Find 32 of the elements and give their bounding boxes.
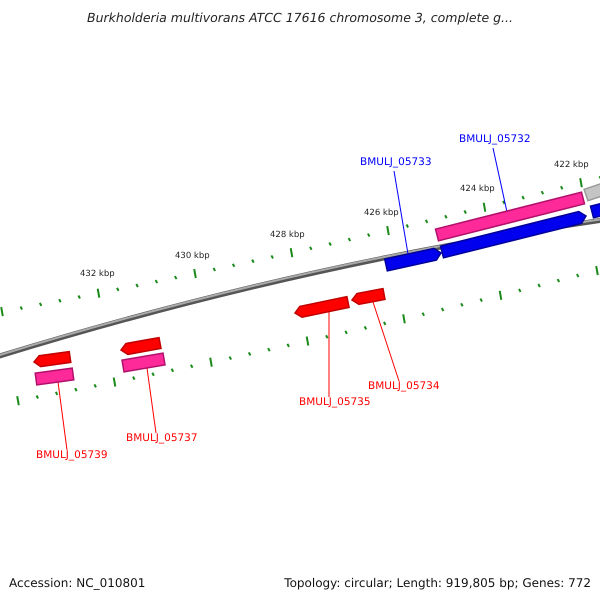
- tick-label: 424 kbp: [460, 185, 495, 194]
- leader-line: [58, 382, 68, 450]
- leader-line: [372, 302, 400, 382]
- gene-feature: [384, 248, 442, 272]
- gene-feature: [294, 296, 350, 318]
- leader-line: [146, 368, 156, 434]
- gene-label: BMULJ_05732: [459, 134, 531, 144]
- leader-line: [492, 148, 508, 212]
- gene-feature: [434, 191, 586, 242]
- leader-line: [328, 310, 330, 398]
- gene-label: BMULJ_05734: [368, 381, 440, 392]
- accession-text: Accession: NC_010801: [9, 577, 146, 589]
- gene-feature: [583, 182, 600, 202]
- gene-feature: [121, 352, 166, 373]
- gene-label: BMULJ_05739: [36, 450, 108, 460]
- gene-feature: [32, 350, 72, 368]
- tick-label: 430 kbp: [175, 252, 210, 260]
- gene-feature: [440, 210, 588, 259]
- gene-label: BMULJ_05735: [299, 397, 371, 408]
- leader-line: [394, 170, 408, 254]
- tick-label: 426 kbp: [364, 209, 399, 218]
- gene-feature: [34, 367, 75, 386]
- gene-label: BMULJ_05737: [126, 433, 198, 444]
- tick-label: 422 kbp: [554, 161, 589, 170]
- gene-feature: [350, 288, 386, 306]
- gene-label: BMULJ_05733: [360, 157, 432, 168]
- gene-feature: [590, 202, 600, 219]
- title: Burkholderia multivorans ATCC 17616 chromosome 3, complete g...: [86, 12, 514, 24]
- tick-label: 428 kbp: [270, 231, 305, 240]
- tick-label: 432 kbp: [80, 270, 115, 278]
- genome-stats-text: Topology: circular; Length: 919,805 bp; Genes: 772: [284, 577, 591, 589]
- gene-feature: [120, 336, 162, 356]
